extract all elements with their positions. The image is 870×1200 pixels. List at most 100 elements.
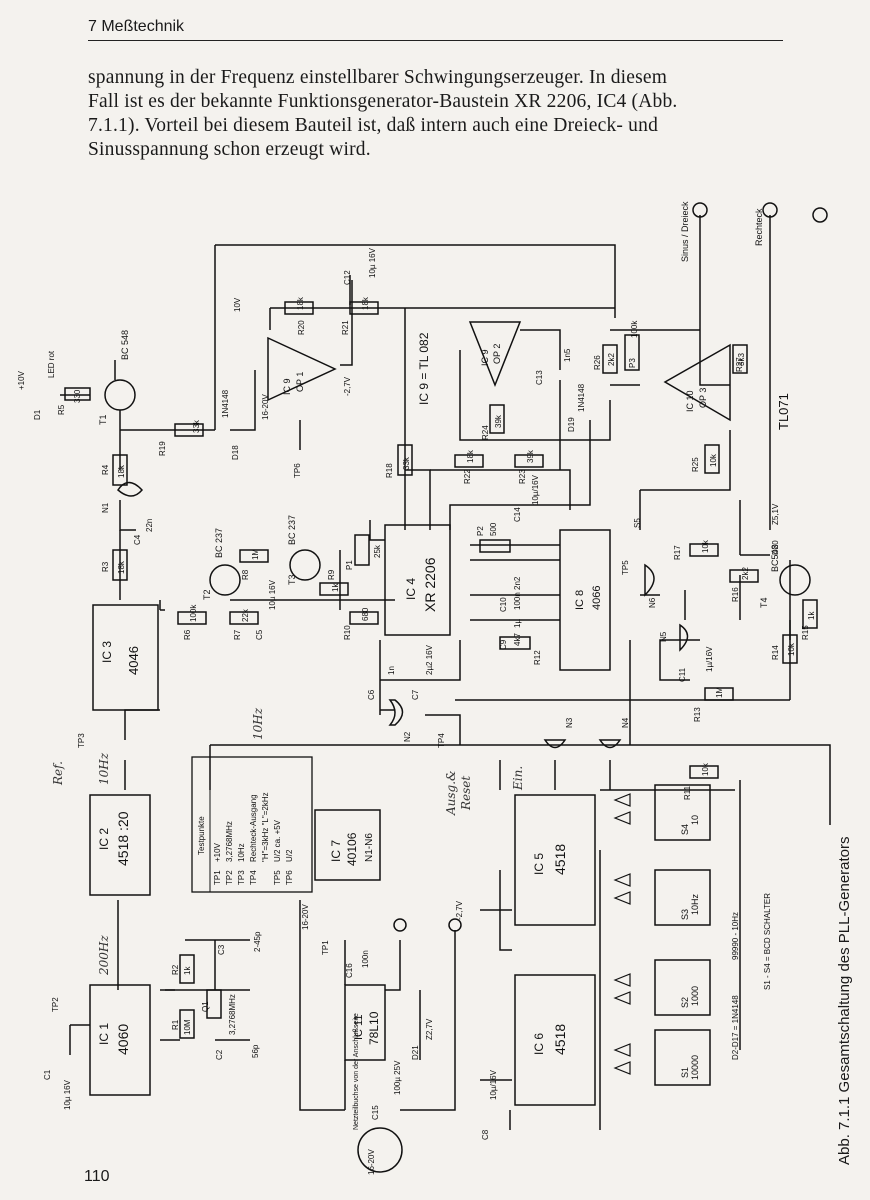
tp4-label: TP4: [437, 733, 446, 748]
tp-row-ref: TP6: [285, 870, 294, 885]
r15-symbol: [802, 599, 818, 629]
body-line: spannung in der Frequenz einstellbarer S…: [88, 67, 668, 88]
ic7-sub: N1-N6: [364, 833, 375, 862]
c12-ref: C12: [343, 270, 352, 285]
p3-ref: P3: [628, 358, 637, 368]
r23-symbol: [514, 454, 544, 468]
r1-symbol: [179, 1009, 195, 1039]
r26-ref: R26: [593, 355, 602, 370]
r3-ref: R3: [101, 561, 110, 572]
rechteck-output-label: Rechteck: [754, 208, 764, 246]
r24-val: 39k: [494, 414, 503, 428]
socket-voltage: 16-20V: [367, 1149, 376, 1175]
r22-val: 18k: [466, 449, 475, 463]
r8-symbol: [239, 549, 269, 563]
op2-label: OP 2: [492, 344, 502, 364]
r17-symbol: [689, 543, 719, 557]
s4-val: 10: [690, 815, 700, 825]
ic1-type: 4060: [115, 1024, 131, 1055]
ic2-box: [89, 794, 151, 896]
switch-note2: 99990 - 10Hz: [731, 912, 740, 960]
d1-val: LED rot: [47, 350, 56, 378]
t1-label: T1: [98, 414, 108, 425]
r27-symbol: [732, 344, 748, 374]
s3-box: [654, 869, 711, 926]
r25-ref: R25: [691, 457, 700, 472]
d21-ref: D21: [411, 1045, 420, 1060]
c3-ref: C3: [217, 944, 226, 955]
c16-val: 100n: [361, 950, 370, 968]
ic11-type: 78L10: [367, 1011, 381, 1045]
p1-ref: P1: [345, 560, 354, 570]
r13-symbol: [704, 687, 734, 701]
c13-val: 1n5: [563, 348, 572, 362]
r13-ref: R13: [693, 707, 702, 722]
r11-ref: R11: [683, 785, 692, 800]
chapter-title: 7 Meßtechnik: [88, 18, 185, 35]
c14-ref: C14: [513, 507, 522, 522]
ic8-type: 4066: [591, 586, 603, 610]
r18-val: 33k: [402, 456, 411, 470]
s2-label: S2: [680, 997, 690, 1008]
c13-ref: C13: [535, 370, 544, 385]
op3-amp: [663, 343, 731, 422]
r16-symbol: [729, 569, 759, 583]
tp-row-val: Rechteck-Ausgang: [249, 794, 258, 862]
c5-ref: C5: [255, 629, 264, 640]
p2-val: 500: [489, 522, 498, 536]
c7-val: 2µ2 16V: [425, 644, 434, 675]
op1-ic: IC 9: [282, 378, 292, 395]
n5-label: N5: [659, 631, 668, 642]
q1-symbol: [206, 989, 222, 1019]
page-header: 7 Meßtechnik: [88, 14, 783, 41]
cs-val: 2n2: [513, 576, 522, 590]
r8-val: 1M: [251, 549, 260, 560]
s4-box: [654, 784, 711, 841]
n5-gate: [679, 623, 689, 652]
r4-val: 18k: [117, 464, 126, 478]
labels: IC 3 4046 IC 4 XR 2206 IC 8 4066 IC 2 45…: [17, 201, 816, 1175]
r6-ref: R6: [183, 629, 192, 640]
op1-amp: [267, 336, 337, 402]
r8-ref: R8: [241, 569, 250, 580]
ic4-label: IC 4: [404, 578, 418, 600]
c6-val: 1n: [387, 666, 396, 675]
r9-val: 1k: [331, 583, 340, 592]
c14-val: 10µ/16V: [531, 474, 540, 505]
r10-ref: R10: [343, 625, 352, 640]
ic4-box: [384, 524, 451, 636]
tp-row-ref: TP4: [249, 870, 258, 885]
freq-10hz-b: 10Hz: [251, 707, 265, 740]
c15-val: 100µ 25V: [393, 1060, 402, 1095]
figure-caption: Abb. 7.1.1 Gesamtschaltung des PLL-Gener…: [836, 836, 853, 1165]
tp-row-ref: TP1: [213, 870, 222, 885]
ic-boxes: [64, 202, 828, 1173]
c3-val: 2-45p: [253, 931, 262, 952]
r6-val: 100k: [189, 604, 198, 622]
r1-ref: R1: [171, 1019, 180, 1030]
r26-symbol: [602, 344, 618, 374]
t3-symbol: [289, 549, 321, 581]
t3-type: BC 237: [287, 515, 297, 545]
annotations: Ref. 10Hz 10Hz 200Hz Ausg.& Reset Ein.: [51, 707, 525, 976]
p3-val: 100k: [630, 320, 639, 338]
tp-row-val: 10Hz: [237, 843, 246, 862]
n6-gate: [644, 563, 655, 597]
ic6-type: 4518: [552, 1024, 568, 1055]
tp-row-ref: TP2: [225, 870, 234, 885]
n4-gate: [598, 739, 622, 749]
s3-val: 10Hz: [690, 893, 700, 915]
ic4-type: XR 2206: [422, 557, 438, 612]
r23-ref: R23: [518, 469, 527, 484]
ground-terminal: [812, 207, 828, 223]
tp-row-ref: TP3: [237, 870, 246, 885]
ref-note: Ref.: [51, 761, 65, 786]
socket-label: Netzteilbuchse von der Anschlußseite: [353, 1013, 360, 1130]
r23-val: 39k: [526, 449, 535, 463]
supply-10v: 10V: [233, 297, 242, 312]
r6-symbol: [177, 611, 207, 625]
tl071-label: TL071: [776, 393, 791, 430]
ic1-label: IC 1: [97, 1023, 111, 1045]
c11-val: 1µ/16V: [705, 646, 714, 672]
r1-val: 10M: [183, 1019, 192, 1035]
